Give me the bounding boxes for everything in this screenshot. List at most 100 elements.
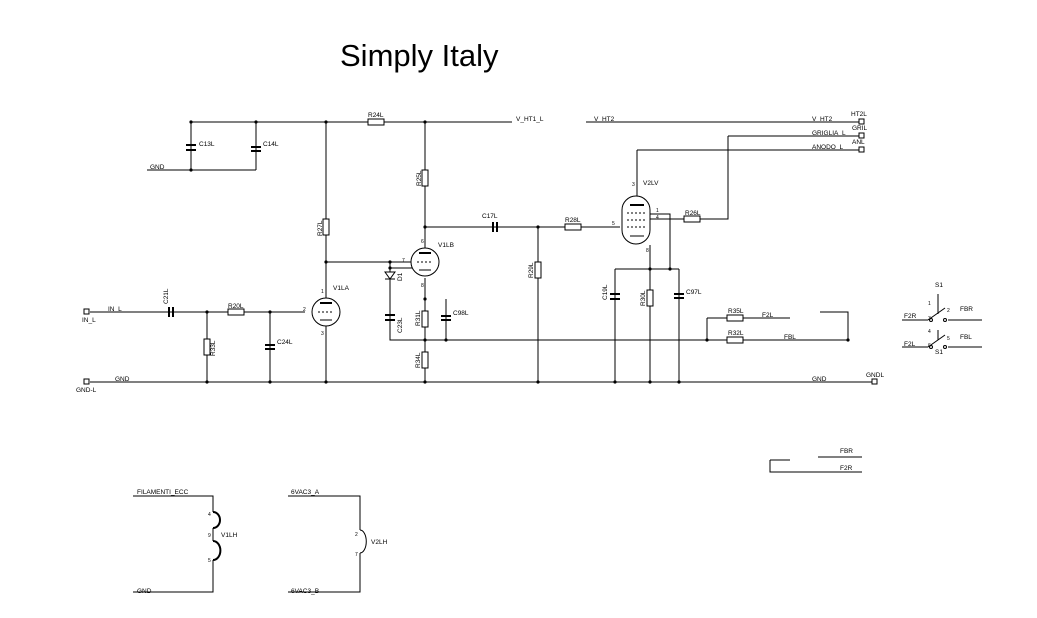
- net-fbr-bottom: FBR: [840, 448, 853, 455]
- heater-v2lh: [359, 529, 367, 554]
- pin-v1a-2: 2: [303, 307, 306, 313]
- label-r24l: R24L: [368, 112, 384, 119]
- net-in-l: IN_L: [108, 306, 122, 313]
- label-r28l: R28L: [565, 217, 581, 224]
- component-labels: R24L C13L C14L R27L R25L C17L R28L R29L …: [163, 112, 943, 546]
- pin-h1-4: 4: [208, 512, 211, 518]
- label-s1-top: S1: [935, 282, 943, 289]
- capacitor-c24l: [265, 344, 275, 350]
- label-c23l: C23L: [397, 317, 404, 333]
- net-fbl-switch: FBL: [960, 334, 972, 341]
- resistor-r25l: [421, 169, 429, 187]
- pin-s1-5: 5: [947, 336, 950, 342]
- label-c98l: C98L: [453, 310, 469, 317]
- port-labels: HT2L GRIL ANL IN_L GND-L GNDL: [76, 111, 884, 394]
- ports: [83, 118, 878, 385]
- wires: [90, 121, 982, 593]
- port-label-anl: ANL: [852, 139, 865, 146]
- pin-s1-6: 6: [928, 343, 931, 349]
- tube-v1lb: [410, 247, 440, 277]
- port-gndl: [871, 378, 878, 385]
- net-gnd-top: GND: [150, 164, 165, 171]
- pin-h2-7: 7: [355, 552, 358, 558]
- label-r27l: R27L: [317, 220, 324, 236]
- net-f2l-switch: F2L: [904, 341, 916, 348]
- capacitor-c97l: [674, 293, 684, 299]
- capacitor-c23l: [385, 314, 395, 321]
- pin-v1a-3: 3: [321, 331, 324, 337]
- label-r30l: R30L: [640, 290, 647, 306]
- capacitor-c13l: [186, 144, 196, 151]
- pin-v1b-8: 8: [421, 283, 424, 289]
- pin-v1a-1: 1: [321, 289, 324, 295]
- pin-v2-4: 4: [656, 215, 659, 221]
- label-v1lb: V1LB: [438, 242, 454, 249]
- label-c14l: C14L: [263, 141, 279, 148]
- port-anl: [858, 146, 865, 153]
- label-c13l: C13L: [199, 141, 215, 148]
- capacitor-c19l: [610, 293, 620, 300]
- pin-v1b-6: 6: [421, 239, 424, 245]
- junction-dots: [189, 120, 850, 384]
- label-r25l: R25L: [416, 170, 423, 186]
- label-v2lh: V2LH: [371, 539, 388, 546]
- port-label-gndl: GNDL: [866, 372, 884, 379]
- pin-v1b-7: 7: [402, 258, 405, 264]
- label-d1: D1: [397, 272, 404, 281]
- resistor-r35l: [726, 314, 744, 322]
- resistor-r32l: [726, 336, 744, 344]
- resistor-r33l: [203, 338, 211, 356]
- port-gnd-l: [83, 378, 90, 385]
- capacitor-c14l: [251, 146, 261, 152]
- capacitor-c17l: [492, 222, 498, 232]
- net-gnd-main: GND: [115, 376, 130, 383]
- capacitor-c21l: [168, 307, 174, 317]
- net-f2r-switch: F2R: [904, 313, 917, 320]
- port-label-ht2l: HT2L: [851, 111, 867, 118]
- net-gnd-right: GND: [812, 376, 827, 383]
- label-r32l: R32L: [728, 330, 744, 337]
- switch-s1: [927, 307, 947, 349]
- net-fbr-switch: FBR: [960, 306, 973, 313]
- label-r20l: R20L: [228, 303, 244, 310]
- resistor-r24l: [367, 118, 385, 126]
- net-6vac3-a: 6VAC3_A: [291, 489, 320, 496]
- pin-s1-1: 1: [928, 301, 931, 307]
- net-f2r-bottom: F2R: [840, 465, 853, 472]
- pin-h1-9: 9: [208, 533, 211, 539]
- label-r33l: R33L: [210, 340, 217, 356]
- resistor-r27l: [322, 218, 330, 236]
- pin-numbers: 3 1 4 5 8 6 7 8 1 2 3 1 2 3 4 5 6 4 9 5 …: [208, 182, 950, 564]
- pin-v2-3: 3: [632, 182, 635, 188]
- label-c19l: C19L: [602, 284, 609, 300]
- capacitors: [168, 144, 684, 350]
- net-f2l: F2L: [762, 312, 774, 319]
- label-c21l: C21L: [163, 288, 170, 304]
- net-gnd-filament: GND: [137, 588, 152, 595]
- net-v-ht2: V_HT2: [594, 116, 615, 123]
- resistor-r26l: [683, 215, 701, 223]
- port-label-gnd-l: GND-L: [76, 387, 97, 394]
- label-v1lh: V1LH: [221, 532, 238, 539]
- label-c17l: C17L: [482, 213, 498, 220]
- label-r34l: R34L: [415, 352, 422, 368]
- pin-h2-2: 2: [355, 532, 358, 538]
- label-r31l: R31L: [415, 310, 422, 326]
- label-r29l: R29L: [528, 262, 535, 278]
- pin-v2-1: 1: [656, 208, 659, 214]
- port-gril: [858, 132, 865, 139]
- label-c24l: C24L: [277, 339, 293, 346]
- net-v-ht1: V_HT1_L: [516, 116, 544, 123]
- resistors: [203, 118, 744, 369]
- net-griglia: GRIGLIA_L: [812, 130, 846, 137]
- net-labels: V_HT1_L V_HT2 V_HT2 GRIGLIA_L ANODO_L GN…: [108, 116, 973, 595]
- pin-h1-5: 5: [208, 558, 211, 564]
- heater-v1lh: [212, 511, 222, 561]
- net-v-ht2-right: V_HT2: [812, 116, 833, 123]
- schematic-title: Simply Italy: [340, 38, 499, 73]
- resistor-r30l: [646, 289, 654, 307]
- pin-s1-2: 2: [947, 308, 950, 314]
- label-r35l: R35L: [728, 308, 744, 315]
- port-label-in-l: IN_L: [82, 317, 96, 324]
